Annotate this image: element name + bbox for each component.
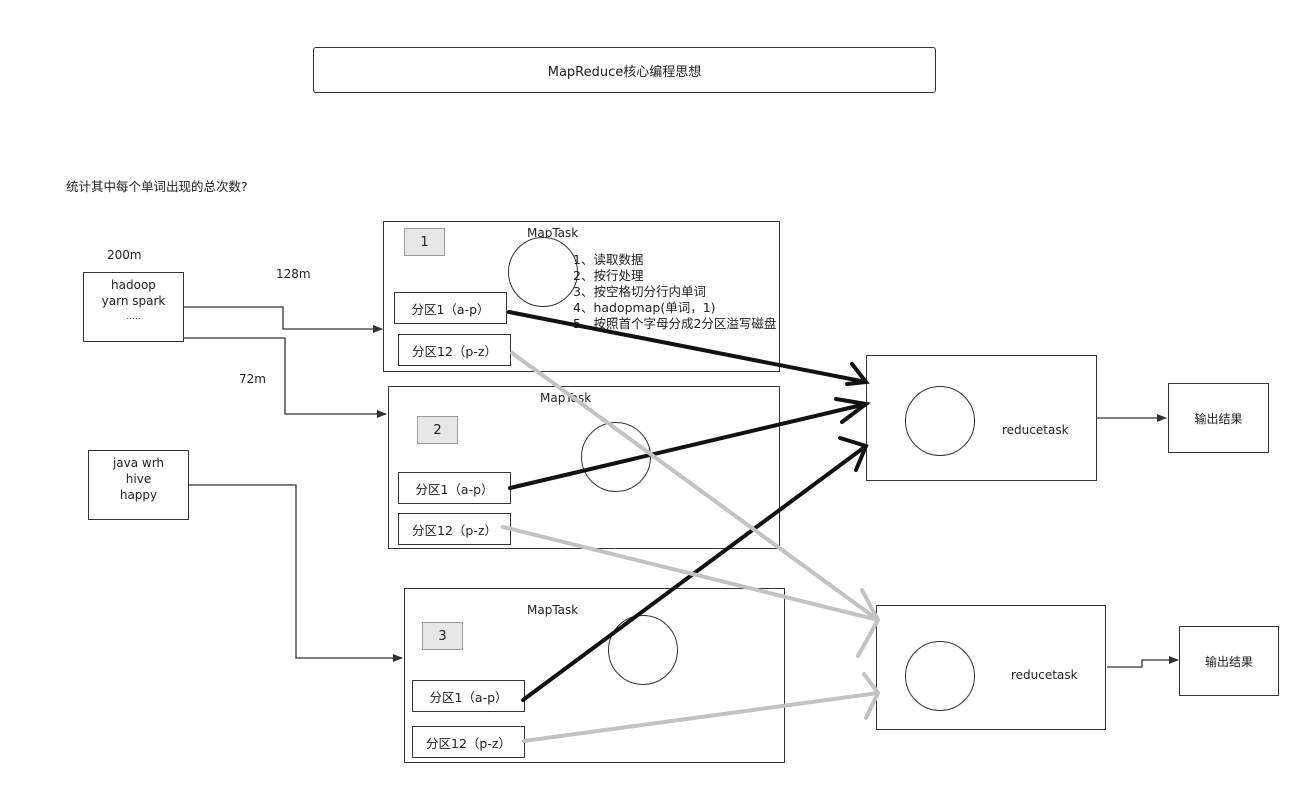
input-file-1: hadoop yarn spark ..... — [83, 272, 184, 342]
file1-line: yarn spark — [101, 294, 166, 308]
diagram-title-text: MapReduce核心编程思想 — [547, 64, 702, 80]
maptask-1-number: 1 — [404, 228, 445, 256]
maptask-3-partition-1: 分区1（a-p） — [412, 680, 525, 712]
reducetask-2-circle — [905, 641, 975, 711]
map-step: 3、按空格切分行内单词 — [573, 284, 706, 299]
map-steps-list: 1、读取数据 2、按行处理 3、按空格切分行内单词 4、hadopmap(单词，… — [573, 252, 776, 332]
map-step: 1、读取数据 — [573, 252, 644, 267]
diagram-title: MapReduce核心编程思想 — [313, 47, 936, 93]
map-step: 5、按照首个字母分成2分区溢写磁盘 — [573, 316, 777, 331]
maptask-2-number: 2 — [417, 416, 458, 444]
file1-line: hadoop — [111, 278, 156, 292]
question-text: 统计其中每个单词出现的总次数? — [66, 179, 248, 194]
reducetask-1 — [866, 355, 1097, 481]
output-2: 输出结果 — [1179, 626, 1279, 696]
maptask-3-number: 3 — [422, 622, 463, 650]
map-step: 4、hadopmap(单词，1) — [573, 300, 716, 315]
connector-file1-maptask2 — [184, 337, 387, 418]
split-label-72m: 72m — [239, 372, 266, 386]
input-file-2: java wrh hive happy — [88, 450, 189, 520]
file2-line: hive — [125, 472, 152, 486]
file1-line: ..... — [126, 312, 141, 322]
map-step: 2、按行处理 — [573, 268, 644, 283]
file2-line: happy — [119, 488, 158, 502]
split-label-128m: 128m — [276, 267, 311, 281]
maptask-3-partition-2: 分区12（p-z） — [412, 726, 525, 758]
maptask-2-circle — [581, 422, 651, 492]
reducetask-1-circle — [905, 386, 975, 456]
reducetask-1-label: reducetask — [1002, 423, 1069, 437]
maptask-2-label: MapTask — [540, 391, 592, 405]
reducetask-2-label: reducetask — [1011, 668, 1078, 682]
maptask-1-partition-1: 分区1（a-p） — [394, 292, 507, 324]
connector-reduce2-output — [1107, 656, 1179, 668]
file1-size-label: 200m — [107, 248, 142, 262]
maptask-1-circle — [508, 237, 578, 307]
maptask-2-partition-1: 分区1（a-p） — [398, 472, 511, 504]
output-1: 输出结果 — [1168, 383, 1269, 453]
maptask-1-label: MapTask — [527, 226, 579, 240]
maptask-1-partition-2: 分区12（p-z） — [398, 334, 511, 366]
maptask-3-circle — [608, 615, 678, 685]
maptask-2-partition-2: 分区12（p-z） — [398, 513, 511, 545]
maptask-3-label: MapTask — [527, 603, 579, 617]
connector-file1-maptask1 — [184, 306, 383, 333]
connector-file2-maptask3 — [189, 484, 403, 662]
file2-line: java wrh — [112, 456, 165, 470]
